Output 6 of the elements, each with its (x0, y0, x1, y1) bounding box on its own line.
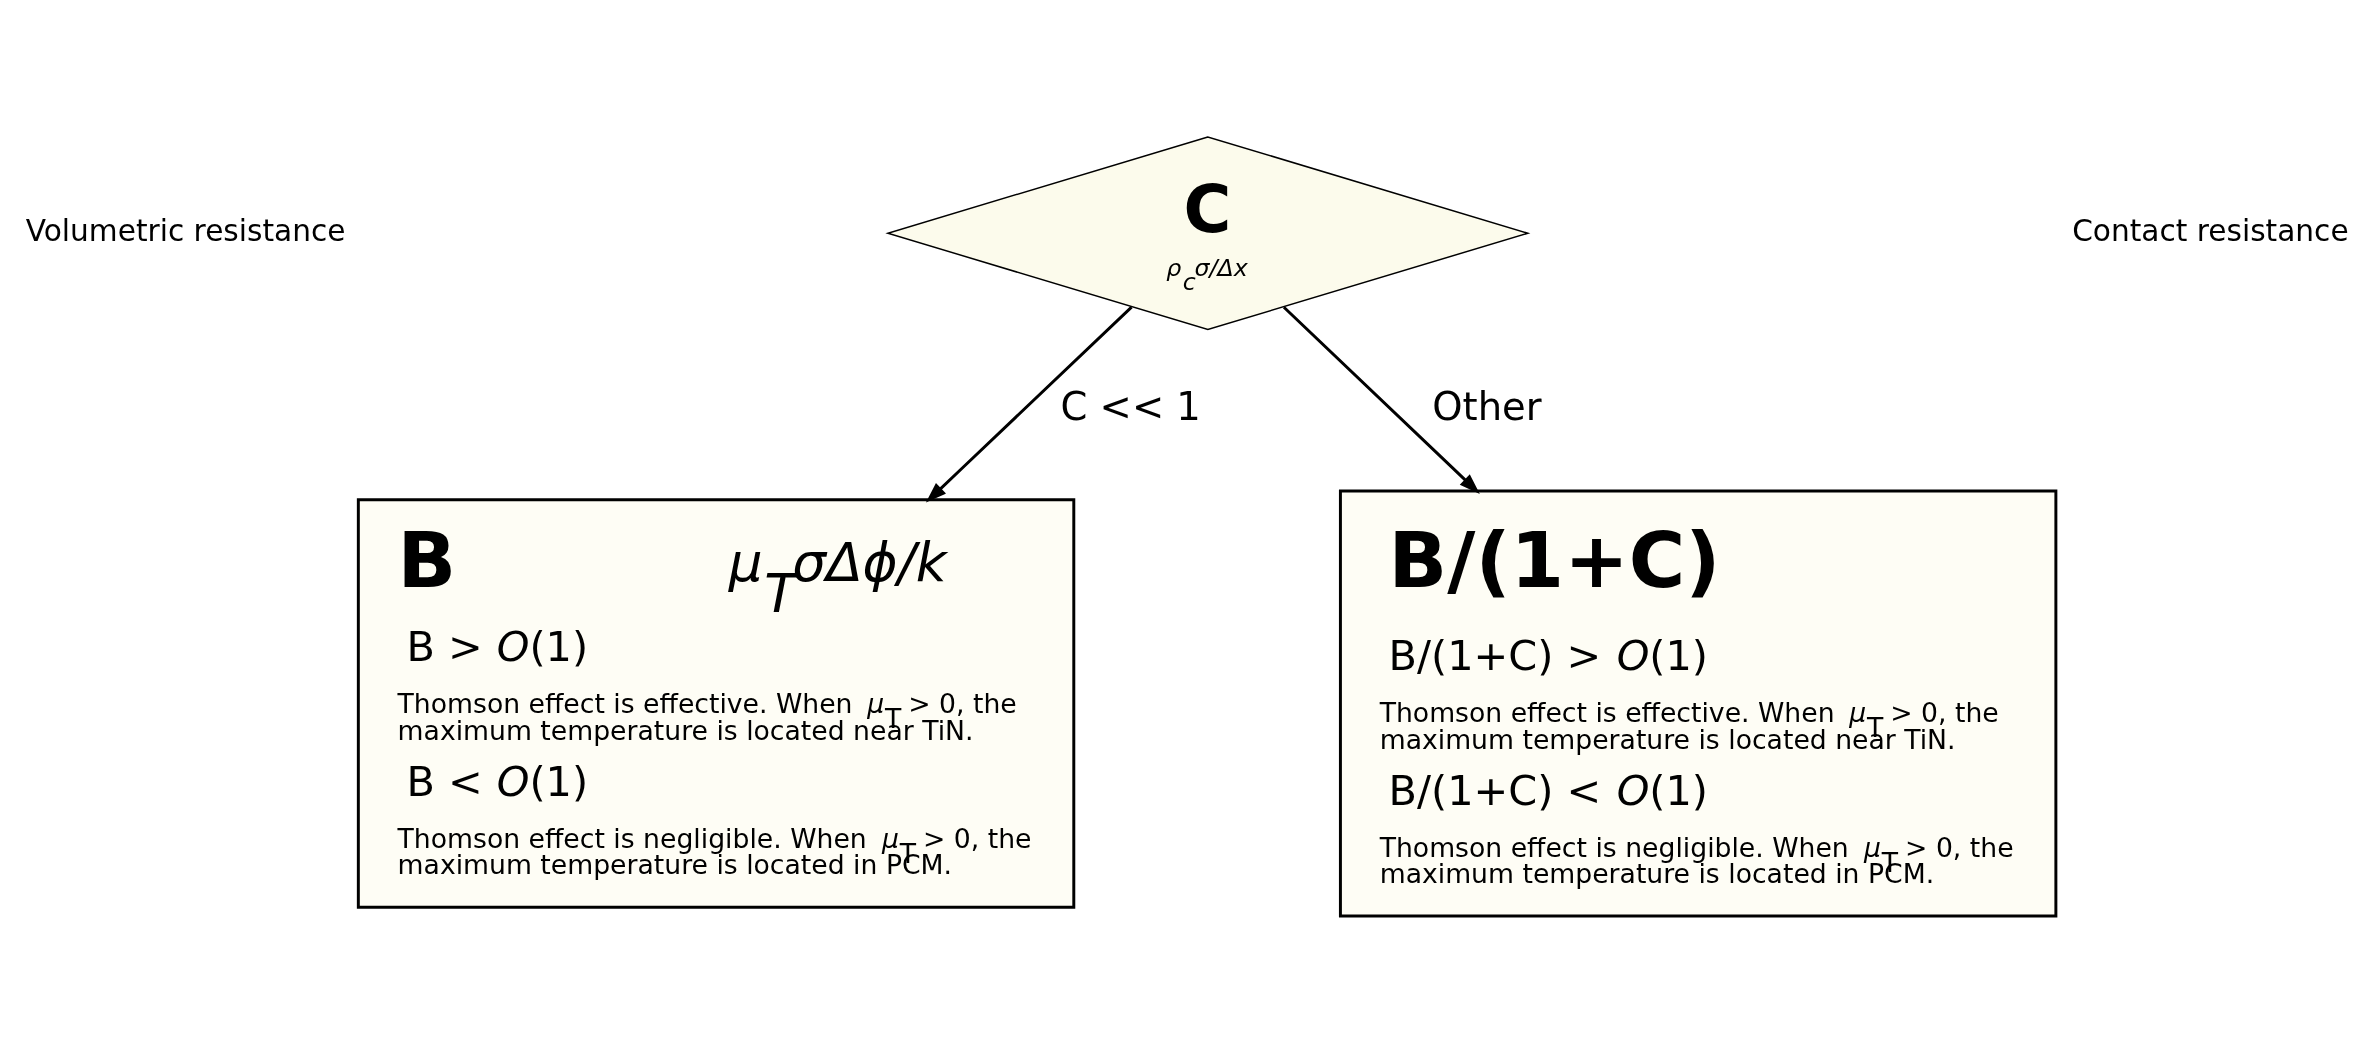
arrow (1282, 305, 1480, 494)
label: Contact resistance (2072, 213, 2349, 248)
edge-label: Other (1432, 383, 1542, 429)
label: Volumetric resistance (25, 213, 346, 248)
arrow (925, 305, 1133, 503)
edge-label: C << 1 (1060, 383, 1201, 429)
